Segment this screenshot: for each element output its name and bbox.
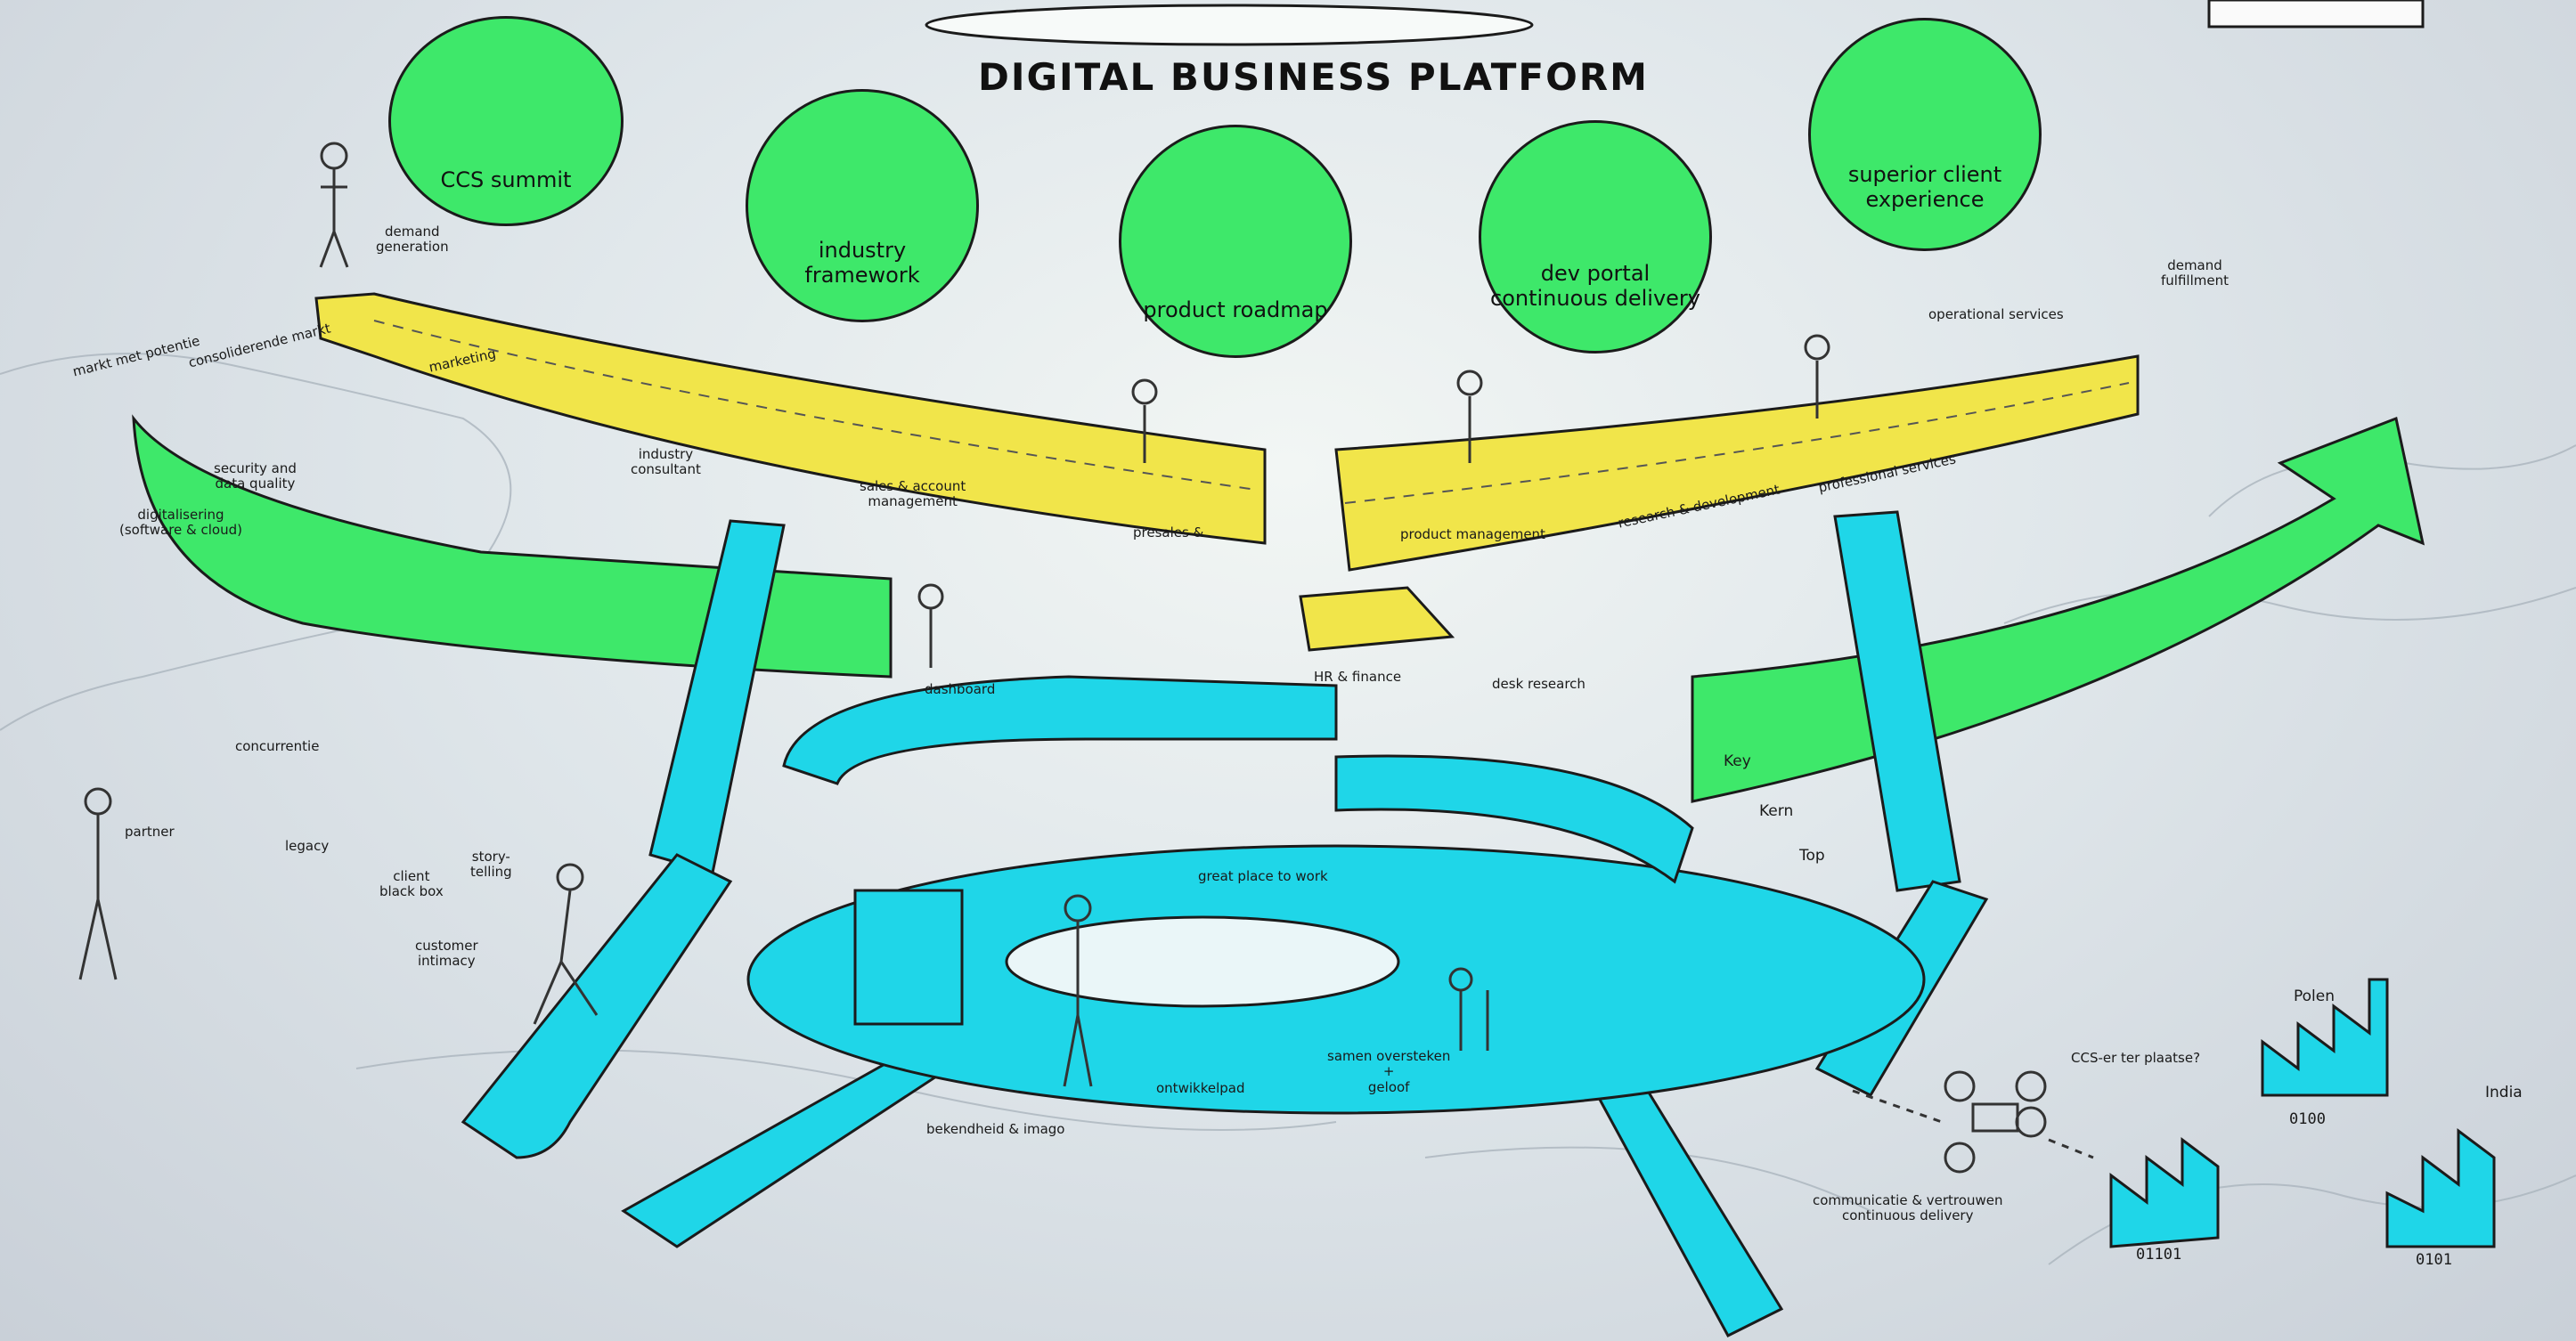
label-product-management: product management xyxy=(1400,526,1545,542)
yellow-road-right xyxy=(1334,354,2140,572)
label-binary-1: 0100 xyxy=(2289,1110,2326,1128)
label-digitalisering: digitalisering(software & cloud) xyxy=(119,507,242,539)
label-india: India xyxy=(2485,1084,2523,1101)
label-ccs-er-ter-plaatse: CCS-er ter plaatse? xyxy=(2071,1050,2201,1066)
bubble-label-roadmap: product roadmap xyxy=(1143,297,1328,322)
label-desk-research: desk research xyxy=(1492,676,1586,692)
yellow-road-left xyxy=(314,292,1267,545)
bubble-product-roadmap: product roadmap xyxy=(1119,125,1352,358)
label-binary-3: 0101 xyxy=(2416,1251,2452,1269)
label-binary-2: 01101 xyxy=(2136,1246,2182,1264)
label-partner: partner xyxy=(125,824,175,840)
label-kern: Kern xyxy=(1759,802,1794,820)
growth-arrow xyxy=(132,414,893,679)
label-hr-finance: HR & finance xyxy=(1314,669,1402,685)
label-operational-services: operational services xyxy=(1928,306,2064,322)
label-legacy: legacy xyxy=(285,838,330,854)
label-presales: presales & xyxy=(1133,524,1204,540)
label-storytelling: story-telling xyxy=(470,849,512,881)
label-polen: Polen xyxy=(2294,987,2336,1005)
label-ontwikkelpad: ontwikkelpad xyxy=(1156,1080,1245,1096)
label-top: Top xyxy=(1799,847,1825,865)
label-bekendheid-imago: bekendheid & imago xyxy=(926,1121,1065,1137)
label-concurrentie: concurrentie xyxy=(235,738,320,754)
page-title: DIGITAL BUSINESS PLATFORM xyxy=(978,55,1649,99)
label-key: Key xyxy=(1724,752,1751,770)
bubble-ccs-summit: CCS summit xyxy=(388,16,624,226)
bubble-label-ccs: CCS summit xyxy=(440,167,572,192)
label-great-place-to-work: great place to work xyxy=(1198,868,1328,884)
label-samen-oversteken: samen oversteken+geloof xyxy=(1327,1048,1451,1095)
label-dashboard: dashboard xyxy=(925,681,996,697)
